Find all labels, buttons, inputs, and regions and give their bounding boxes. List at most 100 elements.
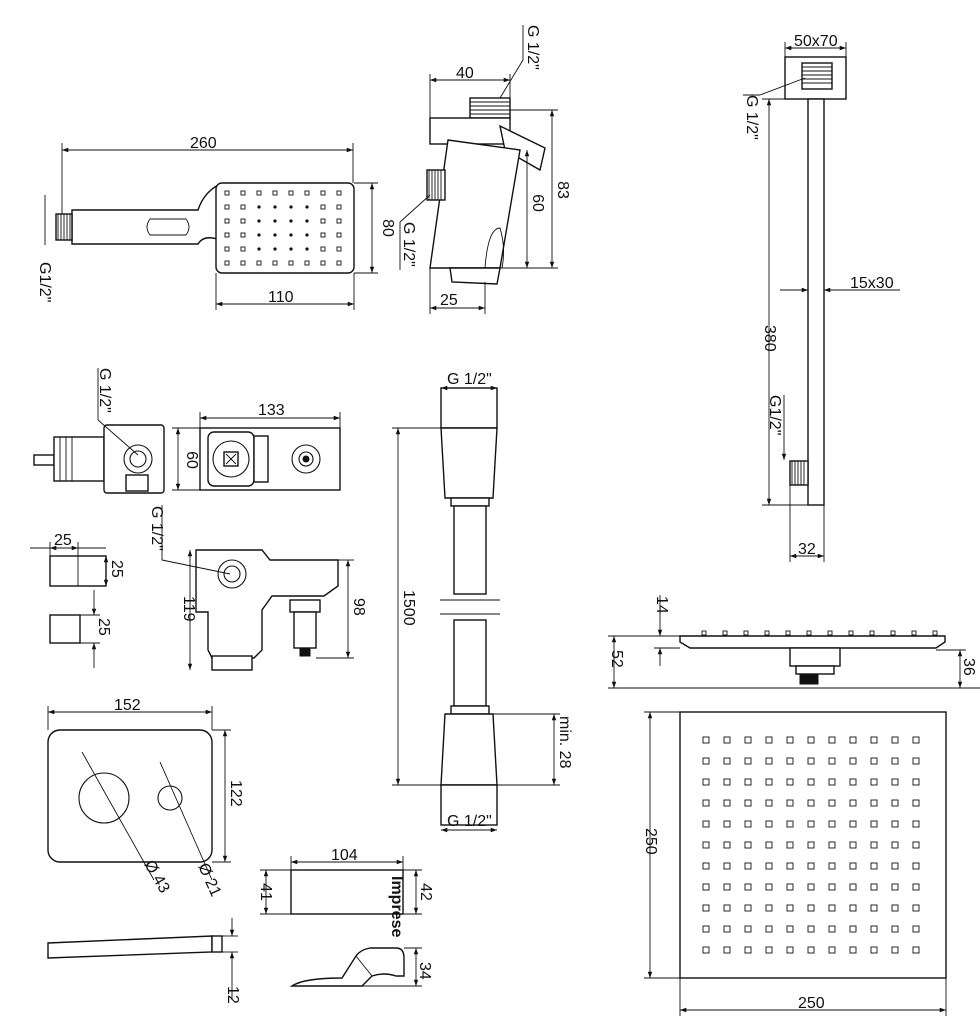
nozzle-square: [765, 904, 773, 912]
overhead-front-view: 250 250: [642, 711, 947, 1016]
nozzle-square: [786, 946, 794, 954]
nozzle-square: [272, 190, 278, 196]
nozzle-square: [743, 630, 749, 636]
nozzle-square: [256, 190, 262, 196]
nozzle-square: [765, 862, 773, 870]
nozzle-dot: [289, 247, 293, 251]
nozzle-square: [786, 925, 794, 933]
overhead-side-nozzles: [701, 630, 938, 636]
nozzle-square: [849, 757, 857, 765]
nozzle-square: [870, 820, 878, 828]
nozzle-square: [304, 190, 310, 196]
nozzle-square: [723, 883, 731, 891]
nozzle-square: [336, 190, 342, 196]
nozzle-square: [890, 630, 896, 636]
spout-side-height-label: 34: [416, 962, 433, 980]
nozzle-square: [807, 925, 815, 933]
nozzle-square: [272, 260, 278, 266]
nozzle-square: [912, 820, 920, 828]
nozzle-square: [765, 841, 773, 849]
nozzle-square: [723, 904, 731, 912]
nozzle-square: [224, 204, 230, 210]
nozzle-square: [336, 232, 342, 238]
nozzle-square: [849, 841, 857, 849]
nozzle-square: [891, 778, 899, 786]
nozzle-square: [891, 946, 899, 954]
nozzle-square: [723, 778, 731, 786]
nozzle-square: [891, 841, 899, 849]
nozzle-square: [723, 841, 731, 849]
nozzle-square: [912, 757, 920, 765]
nozzle-square: [828, 925, 836, 933]
arm-bottom-thread-icon: [789, 460, 809, 486]
nozzle-square: [723, 820, 731, 828]
nozzle-square: [744, 862, 752, 870]
nozzle-square: [320, 232, 326, 238]
spout-right-height-label: 42: [417, 883, 434, 901]
nozzle-dot: [305, 219, 309, 223]
nozzle-square: [891, 736, 899, 744]
nozzle-square: [870, 883, 878, 891]
nozzle-square: [702, 841, 710, 849]
nozzle-square: [224, 232, 230, 238]
nozzle-square: [807, 862, 815, 870]
nozzle-square: [870, 757, 878, 765]
nozzle-square: [764, 630, 770, 636]
nozzle-square: [828, 841, 836, 849]
elbow-side-thread-icon: [426, 169, 446, 201]
nozzle-dot: [305, 205, 309, 209]
spacer-bottom-height-label: 25: [95, 618, 112, 636]
nozzle-square: [891, 925, 899, 933]
nozzle-square: [240, 246, 246, 252]
nozzle-square: [912, 799, 920, 807]
mixer-side-thread-label: G 1/2": [148, 506, 165, 551]
nozzle-square: [224, 246, 230, 252]
nozzle-square: [870, 946, 878, 954]
nozzle-square: [786, 736, 794, 744]
nozzle-square: [807, 757, 815, 765]
nozzle-square: [827, 630, 833, 636]
nozzle-square: [849, 883, 857, 891]
nozzle-square: [891, 904, 899, 912]
nozzle-square: [786, 841, 794, 849]
spout-view: Imprese 104 41 42 34: [257, 847, 434, 987]
nozzle-square: [336, 246, 342, 252]
nozzle-square: [870, 925, 878, 933]
nozzle-square: [320, 218, 326, 224]
nozzle-square: [702, 946, 710, 954]
nozzle-square: [828, 736, 836, 744]
nozzle-square: [765, 883, 773, 891]
nozzle-dot: [257, 219, 261, 223]
elbow-top-thread-icon: [469, 97, 511, 119]
nozzle-square: [912, 883, 920, 891]
nozzle-square: [224, 190, 230, 196]
mixer-body-views: G 1/2" 133 60: [33, 368, 341, 494]
nozzle-square: [807, 883, 815, 891]
elbow-thread-side-label: G 1/2": [400, 222, 417, 267]
mixer-width-label: 133: [258, 402, 285, 419]
hose-view: G 1/2" 1500 min. 28 G 1/2": [392, 371, 573, 833]
nozzle-square: [786, 862, 794, 870]
mixer-thread-label: G 1/2": [96, 368, 113, 413]
nozzle-square: [744, 778, 752, 786]
nozzle-square: [828, 757, 836, 765]
nozzle-dot: [257, 233, 261, 237]
cover-thickness-label: 12: [224, 986, 241, 1004]
nozzle-square: [744, 904, 752, 912]
nozzle-dot: [289, 219, 293, 223]
nozzle-dot: [273, 219, 277, 223]
nozzle-square: [807, 736, 815, 744]
cover-plate-view: 152 122 Ø 43 Ø 21 12: [47, 697, 244, 1004]
nozzle-square: [288, 190, 294, 196]
nozzle-square: [912, 736, 920, 744]
spout-brand-logo: Imprese: [388, 876, 405, 937]
nozzle-square: [849, 820, 857, 828]
nozzle-square: [336, 260, 342, 266]
nozzle-dot: [289, 205, 293, 209]
overhead-front-nozzles: [702, 736, 920, 954]
nozzle-square: [320, 246, 326, 252]
nozzle-square: [786, 757, 794, 765]
nozzle-square: [849, 925, 857, 933]
nozzle-square: [786, 799, 794, 807]
nozzle-square: [765, 778, 773, 786]
